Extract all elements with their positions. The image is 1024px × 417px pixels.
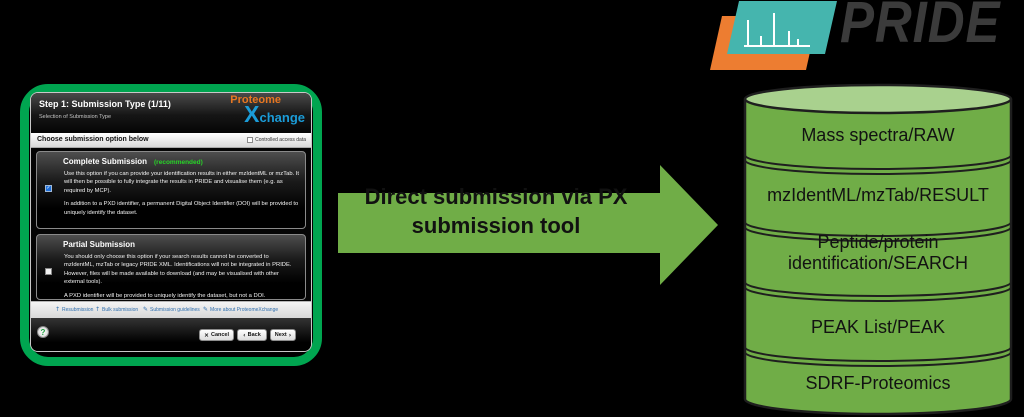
link-submission-guidelines[interactable]: ✎ Submission guidelines	[143, 306, 200, 314]
proteomexchange-logo-bottom: Xchange	[244, 101, 305, 127]
pride-logo-teal-shape	[727, 1, 837, 54]
cylinder-body	[743, 99, 1013, 416]
flow-arrow	[338, 165, 718, 285]
complete-submission-paragraph-1: Use this option if you can provide your …	[64, 171, 299, 194]
upload-icon: ↑	[95, 306, 101, 313]
upload-icon: ↑	[55, 306, 61, 313]
close-icon: ×	[203, 331, 209, 339]
segment-label-peak: PEAK List/PEAK	[811, 317, 945, 337]
partial-submission-radio[interactable]	[45, 268, 52, 275]
flow-arrow-label-line2: submission tool	[411, 213, 581, 238]
mass-spectrum-icon	[744, 13, 810, 47]
cancel-button[interactable]: × Cancel	[199, 329, 234, 341]
segment-label-sdrf: SDRF-Proteomics	[805, 373, 950, 393]
segment-label-search-line1: Peptide/protein	[817, 232, 938, 252]
cylinder-dividers	[744, 154, 1012, 367]
pencil-icon: ✎	[203, 306, 209, 313]
partial-submission-title: Partial Submission	[63, 240, 135, 249]
next-button-label: Next	[274, 332, 287, 338]
partial-submission-paragraph-1: You should only choose this option if yo…	[64, 254, 292, 286]
segment-label-search-line2: identification/SEARCH	[788, 253, 968, 273]
pride-logo-mark	[710, 1, 837, 70]
chevron-left-icon: ‹	[243, 331, 246, 339]
submission-options: Complete Submission (recommended) ✓ Use t…	[31, 148, 311, 301]
option-bar-label: Choose submission option below	[37, 136, 149, 143]
flow-arrow-shape	[338, 165, 718, 285]
complete-submission-title-text: Complete Submission	[63, 157, 148, 166]
controlled-access-option[interactable]: Controlled access data	[247, 137, 306, 143]
link-bulk-submission[interactable]: ↑ Bulk submission	[95, 306, 139, 314]
link-submission-guidelines-label: Submission guidelines	[150, 307, 200, 313]
cancel-button-label: Cancel	[210, 332, 230, 338]
link-more-about-proteomexchange[interactable]: ✎ More about ProteomeXchange	[203, 306, 279, 314]
partial-submission-card[interactable]: Partial Submission You should only choos…	[36, 234, 306, 300]
link-more-about-proteomexchange-label: More about ProteomeXchange	[210, 307, 279, 313]
controlled-access-label: Controlled access data	[255, 137, 306, 143]
back-button[interactable]: ‹ Back	[237, 329, 267, 341]
segment-label-mass-spectra: Mass spectra/RAW	[801, 125, 954, 145]
next-button[interactable]: Next ›	[270, 329, 296, 341]
question-mark-icon: ?	[40, 327, 46, 337]
pride-database-cylinder: Mass spectra/RAW mzIdentML/mzTab/RESULT …	[743, 83, 1013, 416]
segment-label-result: mzIdentML/mzTab/RESULT	[767, 185, 989, 205]
link-resubmission-label: Resubmission	[62, 307, 94, 313]
pencil-icon: ✎	[143, 306, 149, 313]
controlled-access-checkbox[interactable]	[247, 137, 254, 143]
flow-arrow-label: Direct submission via PX submission tool	[346, 182, 646, 240]
complete-submission-paragraph-2: In addition to a PXD identifier, a perma…	[64, 201, 299, 216]
wizard-title: Step 1: Submission Type (1/11)	[39, 99, 171, 109]
proteomexchange-logo: Proteome Xchange	[230, 94, 305, 128]
partial-submission-title-text: Partial Submission	[63, 240, 136, 249]
complete-submission-description: Use this option if you can provide your …	[64, 170, 300, 217]
help-button[interactable]: ?	[37, 326, 49, 338]
px-submission-wizard: Step 1: Submission Type (1/11) Selection…	[30, 92, 312, 352]
highlight-frame	[20, 84, 322, 366]
recommended-badge: (recommended)	[154, 159, 203, 166]
flow-arrow-label-line1: Direct submission via PX	[364, 184, 628, 209]
back-button-label: Back	[247, 332, 261, 338]
proteomexchange-logo-top: Proteome	[230, 94, 281, 106]
link-resubmission[interactable]: ↑ Resubmission	[55, 306, 94, 314]
wizard-footer: ? × Cancel ‹ Back Next ›	[31, 318, 311, 351]
complete-submission-radio[interactable]: ✓	[45, 185, 52, 192]
chevron-right-icon: ›	[288, 331, 292, 339]
complete-submission-card[interactable]: Complete Submission (recommended) ✓ Use t…	[36, 151, 306, 229]
option-bar: Choose submission option below Controlle…	[31, 133, 311, 148]
complete-submission-title: Complete Submission (recommended)	[63, 157, 203, 166]
wizard-subtitle: Selection of Submission Type	[39, 114, 112, 120]
link-bulk-submission-label: Bulk submission	[102, 307, 139, 313]
partial-submission-paragraph-2: A PXD identifier will be provided to uni…	[64, 292, 266, 299]
pride-logo-wordmark: PRIDE	[840, 0, 1001, 55]
wizard-header: Step 1: Submission Type (1/11) Selection…	[31, 93, 311, 133]
links-strip: ↑ Resubmission ↑ Bulk submission ✎ Submi…	[31, 301, 311, 318]
cylinder-top	[743, 83, 1013, 115]
partial-submission-description: You should only choose this option if yo…	[64, 253, 300, 300]
check-icon: ✓	[46, 185, 51, 191]
